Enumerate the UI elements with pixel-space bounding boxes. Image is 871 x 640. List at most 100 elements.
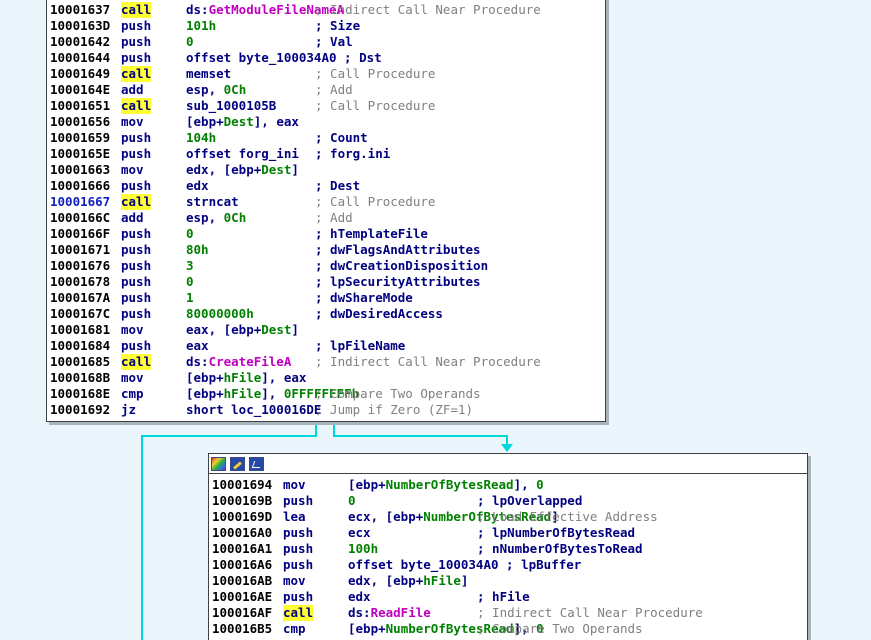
mnemonic[interactable]: call <box>121 66 152 82</box>
mnemonic[interactable]: cmp <box>121 386 144 401</box>
operands[interactable]: esp, 0Ch <box>186 82 247 97</box>
mnemonic[interactable]: push <box>121 274 152 289</box>
mnemonic[interactable]: call <box>121 354 152 370</box>
mnemonic[interactable]: push <box>121 130 152 145</box>
mnemonic[interactable]: push <box>121 306 152 321</box>
operands[interactable]: esp, 0Ch <box>186 210 247 225</box>
operands[interactable]: edx <box>186 178 209 193</box>
operands[interactable]: 3 <box>186 258 194 273</box>
line-address[interactable]: 10001671 <box>50 242 111 257</box>
operands[interactable]: 101h <box>186 18 217 33</box>
mnemonic[interactable]: push <box>121 146 152 161</box>
mnemonic[interactable]: push <box>121 242 152 257</box>
line-address[interactable]: 1000167C <box>50 306 111 321</box>
mnemonic[interactable]: mov <box>121 162 144 177</box>
operands[interactable]: [ebp+Dest], eax <box>186 114 299 129</box>
operands[interactable]: offset byte_100034A0 ; Dst <box>186 50 382 65</box>
operands[interactable]: [ebp+NumberOfBytesRead], 0 <box>348 621 544 636</box>
line-address[interactable]: 10001694 <box>212 477 273 492</box>
line-address[interactable]: 10001684 <box>50 338 111 353</box>
line-address[interactable]: 10001676 <box>50 258 111 273</box>
line-address[interactable]: 10001685 <box>50 354 111 369</box>
mnemonic[interactable]: push <box>121 34 152 49</box>
mnemonic[interactable]: mov <box>121 114 144 129</box>
mnemonic[interactable]: call <box>121 2 152 18</box>
line-address[interactable]: 1000168E <box>50 386 111 401</box>
mnemonic[interactable]: push <box>283 589 314 604</box>
line-address[interactable]: 1000165E <box>50 146 111 161</box>
operands[interactable]: edx, [ebp+Dest] <box>186 162 299 177</box>
line-address[interactable]: 10001637 <box>50 2 111 17</box>
line-address[interactable]: 100016A0 <box>212 525 273 540</box>
operands[interactable]: offset byte_100034A0 ; lpBuffer <box>348 557 582 572</box>
mnemonic[interactable]: lea <box>283 509 306 524</box>
line-address[interactable]: 10001663 <box>50 162 111 177</box>
line-address[interactable]: 1000166C <box>50 210 111 225</box>
mnemonic[interactable]: call <box>283 605 314 621</box>
line-address[interactable]: 100016A1 <box>212 541 273 556</box>
operands[interactable]: 100h <box>348 541 379 556</box>
line-address[interactable]: 1000166F <box>50 226 111 241</box>
line-address[interactable]: 10001649 <box>50 66 111 81</box>
line-address[interactable]: 10001644 <box>50 50 111 65</box>
line-address[interactable]: 10001651 <box>50 98 111 113</box>
mnemonic[interactable]: mov <box>283 573 306 588</box>
operands[interactable]: sub_1000105B <box>186 98 277 113</box>
operands[interactable]: [ebp+hFile], 0FFFFFFFFh <box>186 386 360 401</box>
color-palette-icon[interactable] <box>211 456 226 471</box>
line-address[interactable]: 10001667 <box>50 194 111 209</box>
operands[interactable]: memset <box>186 66 232 81</box>
mnemonic[interactable]: push <box>283 541 314 556</box>
mnemonic[interactable]: push <box>121 338 152 353</box>
line-address[interactable]: 100016A6 <box>212 557 273 572</box>
operands[interactable]: 80000000h <box>186 306 254 321</box>
code-line[interactable]: 10001663 mov edx, [ebp+Dest] <box>50 162 605 178</box>
operands[interactable]: [ebp+hFile], eax <box>186 370 307 385</box>
operands[interactable]: eax <box>186 338 209 353</box>
line-address[interactable]: 10001642 <box>50 34 111 49</box>
rename-pencil-icon[interactable] <box>230 456 245 471</box>
line-address[interactable]: 100016AB <box>212 573 273 588</box>
line-address[interactable]: 100016AF <box>212 605 273 620</box>
line-address[interactable]: 100016AE <box>212 589 273 604</box>
mnemonic[interactable]: add <box>121 82 144 97</box>
mnemonic[interactable]: push <box>121 290 152 305</box>
operands[interactable]: short loc_100016DE <box>186 402 322 417</box>
line-address[interactable]: 1000168B <box>50 370 111 385</box>
mnemonic[interactable]: mov <box>121 322 144 337</box>
mnemonic[interactable]: mov <box>283 477 306 492</box>
operands[interactable]: 104h <box>186 130 217 145</box>
mnemonic[interactable]: call <box>121 194 152 210</box>
line-address[interactable]: 10001666 <box>50 178 111 193</box>
line-address[interactable]: 10001656 <box>50 114 111 129</box>
operands[interactable]: 0 <box>186 226 194 241</box>
code-line[interactable]: 10001656 mov [ebp+Dest], eax <box>50 114 605 130</box>
operands[interactable]: ecx, [ebp+NumberOfBytesRead] <box>348 509 559 524</box>
line-address[interactable]: 1000163D <box>50 18 111 33</box>
mnemonic[interactable]: call <box>121 98 152 114</box>
operands[interactable]: strncat <box>186 194 239 209</box>
